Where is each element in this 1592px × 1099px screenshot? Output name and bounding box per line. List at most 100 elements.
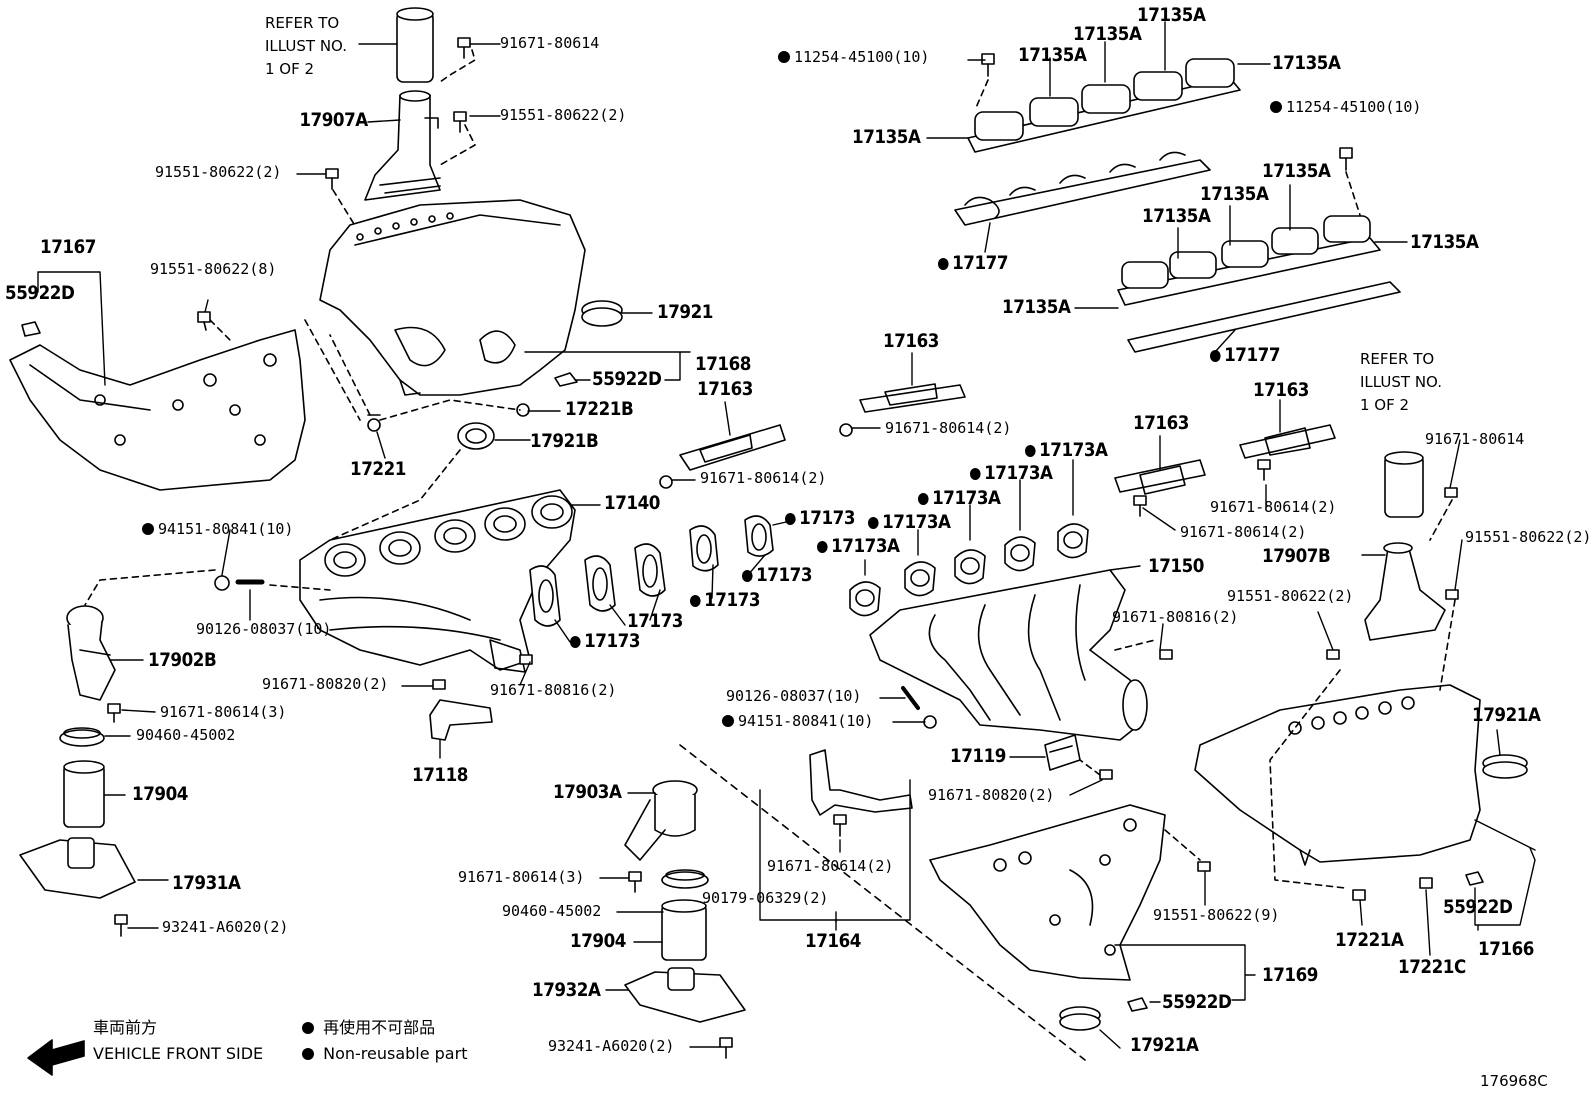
part-label-17921b: 17921B [530,430,599,452]
part-number-text: 17135A [1018,44,1087,66]
clip-55922d-right [1465,871,1484,886]
part-number-text: 91671-80614(2) [700,469,827,487]
part-number-text: 17921A [1130,1034,1199,1056]
part-number-text: 90460-45002 [502,902,602,920]
part-label-94151-80841-10: 94151-80841(10) [142,522,293,537]
part-number-text: 17907B [1262,545,1331,567]
part-label-93241-a6020-2: 93241-A6020(2) [162,920,288,935]
exhaust-manifold-17150 [869,569,1148,741]
bolt-91671-80614-right [1444,487,1458,498]
part-label-17173: 17173 [627,612,683,631]
part-label-17173: 17173 [742,566,812,585]
part-number-text: 91671-80820(2) [928,786,1055,804]
bolt-91671-80816-2-left [519,654,533,665]
part-label-91671-80614: 91671-80614 [1425,432,1524,447]
bolt-17221 [367,414,381,432]
part-number-text: 91551-80622(2) [155,163,282,181]
converter-17902b [66,605,116,701]
part-number-text: 17164 [805,930,861,952]
pipe-17904-mid [661,899,707,961]
part-number-text: 17135A [1200,183,1269,205]
part-label-55922d: 55922D [1162,993,1232,1012]
part-label-91551-80622-2: 91551-80622(2) [155,165,281,180]
part-label-17135a: 17135A [1137,6,1206,25]
part-number-text: 91671-80614 [1425,430,1525,448]
non-reusable-dot-icon [918,493,929,505]
part-label-17163: 17163 [1253,381,1309,400]
part-label-91551-80622-2: 91551-80622(2) [500,108,626,123]
part-label-93241-a6020-2: 93241-A6020(2) [548,1039,674,1054]
intake-gasket-set-upper [954,58,1241,226]
part-number-text: 17168 [695,353,751,375]
part-label-17173: 17173 [785,509,855,528]
non-reusable-dot-icon [970,468,981,480]
part-number-text: 91551-80622(2) [1227,587,1354,605]
part-label-91671-80820-2: 91671-80820(2) [928,788,1054,803]
bolt-91671-80614-3-mid [628,871,642,893]
part-number-text: 17163 [1253,379,1309,401]
part-number-text: 17169 [1262,964,1318,986]
part-number-text: 17173A [932,487,1001,509]
part-label-17173: 17173 [690,591,760,610]
part-label-17903a: 17903A [553,781,622,803]
bracket-17932a [624,967,746,1023]
part-number-text: 17902B [148,649,217,671]
part-label-17163: 17163 [883,332,939,351]
manifold-heat-insulator-17168 [319,199,586,396]
bolt-93241-a6020-mid [719,1037,733,1059]
part-number-text: 55922D [1443,896,1513,918]
part-label-91551-80622-9: 91551-80622(9) [1153,908,1279,923]
part-label-17173a: 17173A [868,513,951,532]
part-number-text: 17221 [350,458,406,480]
part-label-17135a: 17135A [1262,160,1331,182]
vehicle-front-arrow [27,1039,85,1076]
part-label-17167: 17167 [40,238,96,257]
part-label-17221: 17221 [350,460,406,479]
part-number-text: 91671-80614(2) [885,419,1012,437]
part-number-text: 17135A [1262,160,1331,182]
part-label-17150: 17150 [1148,557,1204,576]
part-number-text: 17173A [882,511,951,533]
intake-gasket-set-lower [1117,215,1401,353]
part-number-text: 91671-80614(2) [1210,498,1337,516]
part-label-55922d: 55922D [592,370,662,389]
non-reusable-dot-icon [722,715,734,727]
part-label-17921a: 17921A [1472,706,1541,725]
part-label-17931a: 17931A [172,872,241,894]
clamp-90460-45002-mid [661,869,709,889]
part-number-text: 91551-80622(2) [500,106,627,124]
bolt-91671-80614-3-left [107,703,121,723]
part-label-17135a: 17135A [1073,25,1142,44]
part-label-91671-80614-2: 91671-80614(2) [1180,525,1306,540]
part-label-90126-08037-10: 90126-08037(10) [726,689,861,704]
gasket-17173-set [529,515,774,627]
part-number-text: 90126-08037(10) [196,620,332,638]
part-number-text: 17907A [299,109,369,131]
part-number-text: 90460-45002 [136,726,236,744]
part-number-text: 17177 [952,252,1009,274]
part-number-text: 91671-80614(2) [767,857,894,875]
part-number-text: 17921B [530,430,599,452]
part-number-text: 91671-80820(2) [262,675,389,693]
part-label-91551-80622-2: 91551-80622(2) [1465,530,1591,545]
part-number-text: 17150 [1148,555,1204,577]
part-label-17135a: 17135A [1410,231,1479,253]
legend-nonreuse-en: Non-reusable part [302,1046,467,1062]
part-label-90126-08037-10: 90126-08037(10) [196,622,331,637]
non-reusable-dot-icon [1210,350,1221,362]
part-number-text: 17167 [40,236,96,258]
part-label-91671-80614-2: 91671-80614(2) [1210,500,1336,515]
part-label-91671-80816-2: 91671-80816(2) [1112,610,1238,625]
part-label-17168: 17168 [695,355,751,374]
part-number-text: 17931A [172,872,241,894]
part-label-17173: 17173 [570,632,640,651]
part-number-text: 17903A [553,781,622,803]
grommet-17921a-bottom [1059,1006,1101,1031]
part-number-text: 93241-A6020(2) [162,918,289,936]
part-number-text: 17135A [1410,231,1479,253]
non-reusable-dot-icon [690,595,701,607]
part-number-text: 17173 [627,610,683,632]
non-reusable-dot-icon [938,258,949,270]
bolt-91671-80614-2d [1257,459,1271,481]
